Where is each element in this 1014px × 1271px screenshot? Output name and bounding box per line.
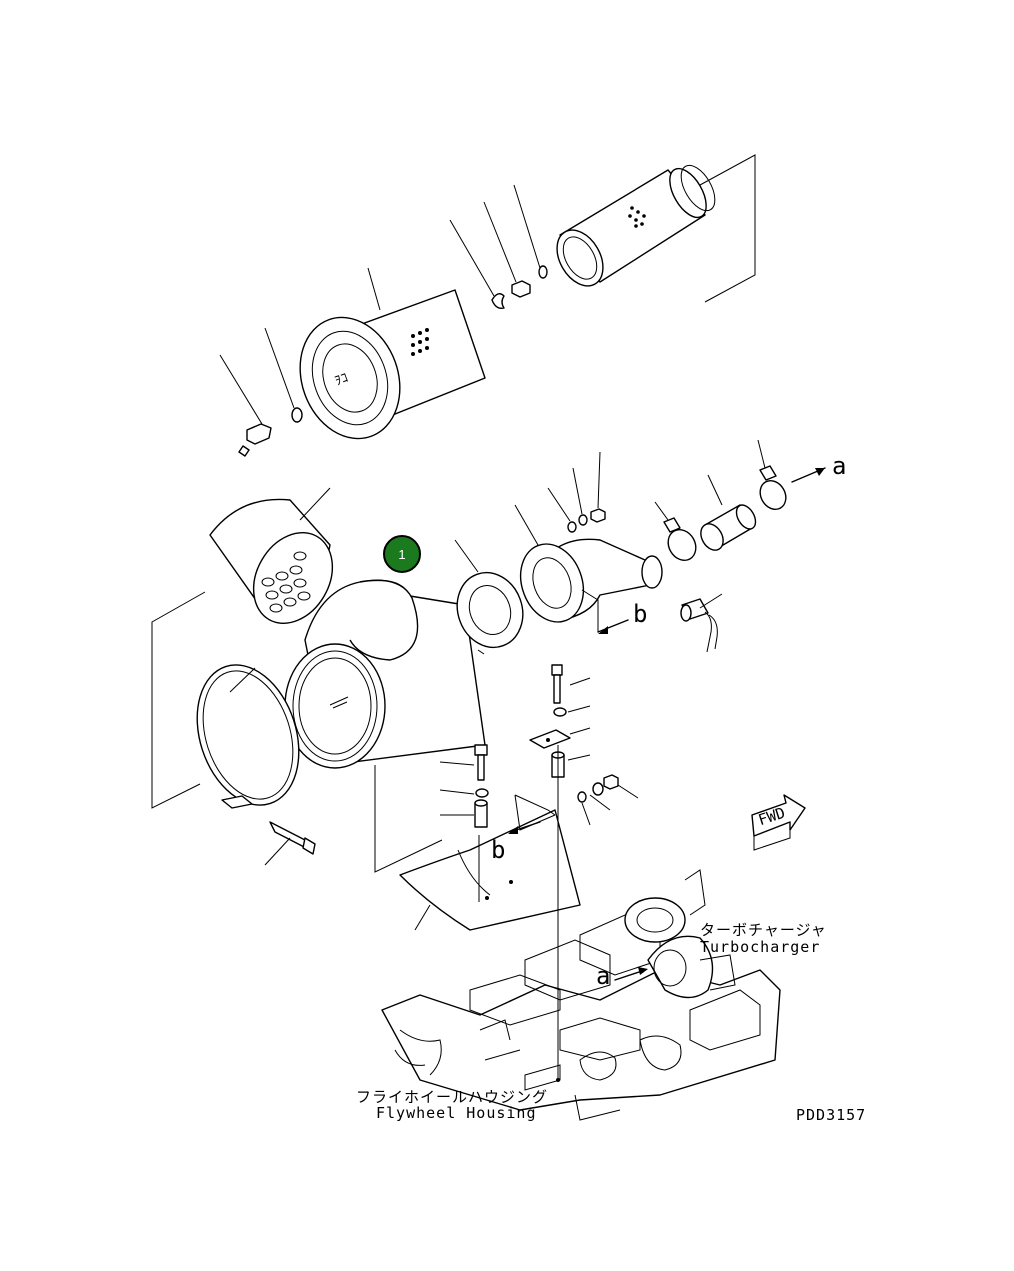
ref-label-b-bracket: b: [491, 836, 506, 864]
elbow-washer-1: [572, 467, 588, 526]
left-washer: [264, 327, 303, 423]
ref-label-b-elbow: b: [633, 600, 648, 628]
bracket-bolt-right: [551, 664, 591, 704]
bracket-washer-right: [553, 705, 591, 717]
turbocharger-unit: [624, 869, 736, 999]
spacer-left: [440, 799, 488, 828]
air-cleaner-body: [284, 579, 486, 769]
mounting-band: [196, 664, 300, 809]
ref-label-a-turbo: a: [596, 962, 611, 990]
top-wing-bolt: [449, 219, 505, 310]
clamp-1: [654, 501, 697, 562]
svg-text:ｦｺ: ｦｺ: [333, 371, 350, 390]
ref-label-a-top: a: [832, 452, 847, 480]
callout-number: 1: [398, 546, 406, 562]
elbow-washer-2: [547, 487, 577, 533]
clamp-2: [757, 439, 787, 511]
nut-washers: [577, 774, 639, 826]
band-bolt: [264, 821, 316, 866]
top-washer: [513, 184, 548, 279]
elbow-nut: [590, 451, 606, 523]
plate: [529, 727, 591, 749]
hose: [700, 474, 757, 551]
left-wing-nut: [219, 354, 272, 457]
flywheel-housing-label-ja: フライホイールハウジング: [356, 1088, 549, 1106]
callout-marker[interactable]: 1: [383, 535, 421, 573]
elbow-pipe: [514, 504, 663, 623]
turbocharger-label-en: Turbocharger: [700, 938, 821, 956]
dust-indicator: [680, 593, 723, 653]
drawing-code: PDD3157: [796, 1106, 867, 1124]
mounting-bracket: [399, 794, 581, 931]
safety-element: [556, 164, 716, 287]
flywheel-housing-label-en: Flywheel Housing: [376, 1104, 537, 1122]
gasket: [454, 539, 524, 649]
bracket-bolt-left: [439, 744, 488, 781]
bracket-washer-left: [439, 788, 489, 798]
fwd-arrow-icon: [751, 794, 806, 851]
dust-cup: [209, 487, 334, 624]
top-nut: [483, 201, 531, 298]
primary-element: ｦｺ: [299, 267, 486, 440]
turbocharger-label-ja: ターボチャージャ: [700, 921, 827, 939]
